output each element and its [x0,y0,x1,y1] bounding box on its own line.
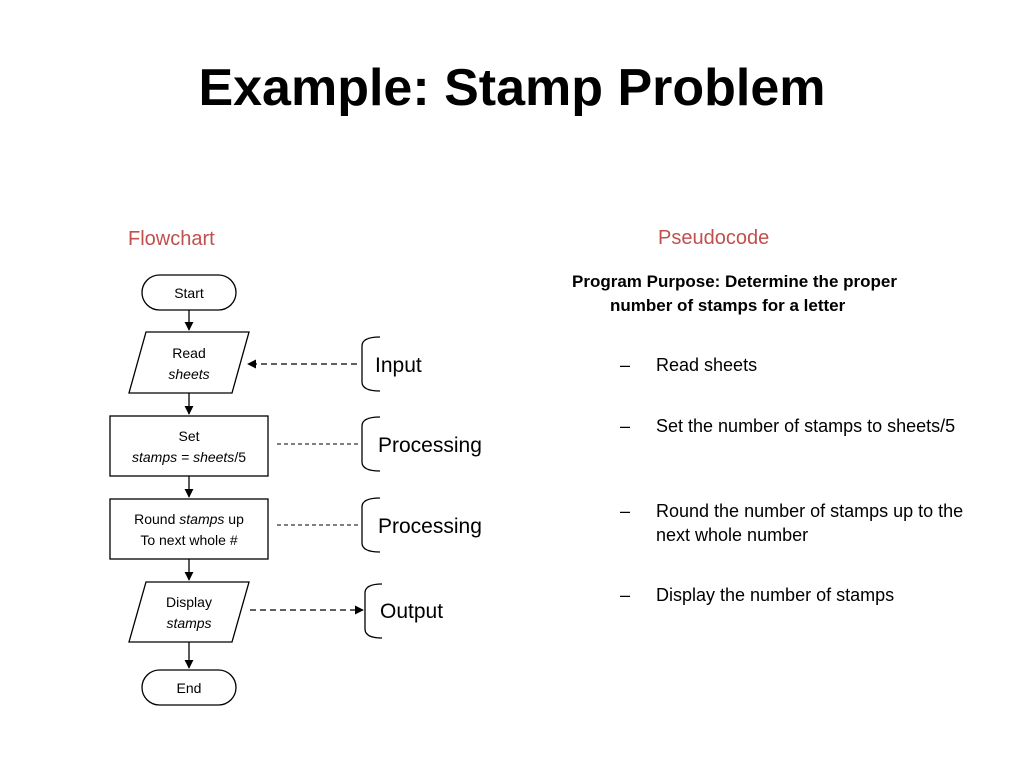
step-text: Set the number of stamps to sheets/5 [656,416,956,436]
input-bracket [361,336,381,392]
display-output-node [128,581,250,643]
read-label-line1: Read [172,345,205,361]
set-formula-rest: /5 [234,449,246,465]
round-label: Round stamps up [134,511,244,527]
display-variable-label: stamps [166,615,211,631]
round-process-node [109,498,269,560]
purpose-line-1: Program Purpose: Determine the proper [572,272,897,291]
read-input-node [128,331,250,394]
start-terminator [141,274,237,311]
pseudocode-heading: Pseudocode [658,227,770,249]
slide-title: Example: Stamp Problem [198,59,826,117]
start-label: Start [174,285,204,301]
dash-bullet: – [620,416,631,436]
end-label: End [177,680,202,696]
set-formula-italic: stamps = sheets [132,449,234,465]
round-label-italic: stamps [179,511,224,527]
dash-bullet: – [620,501,631,521]
set-process-node [109,415,269,477]
read-variable-label: sheets [168,366,209,382]
step-text: Display the number of stamps [656,585,895,605]
output-annotation: Output [380,600,443,623]
processing-1-bracket [361,416,381,472]
program-purpose: Program Purpose: Determine the proper nu… [560,270,970,318]
read-label: Read [172,345,205,361]
output-bracket [364,583,383,639]
dash-bullet: – [620,585,631,605]
round-label-b: up [224,511,244,527]
set-formula: stamps = sheets/5 [132,449,246,465]
processing-2-bracket [361,497,381,553]
dash-bullet: – [620,355,631,375]
processing-2-annotation: Processing [378,515,482,538]
input-annotation: Input [375,354,422,377]
round-label-a: Round [134,511,179,527]
flowchart-heading: Flowchart [128,228,215,250]
pseudocode-step: – Set the number of stamps to sheets/5 [620,414,965,438]
pseudocode-step: – Round the number of stamps up to the n… [620,499,965,547]
processing-1-annotation: Processing [378,434,482,457]
step-text: Read sheets [656,355,758,375]
pseudocode-step: – Read sheets [620,353,965,377]
end-terminator [141,669,237,706]
step-text: Round the number of stamps up to the nex… [656,501,964,545]
display-label: Display [166,594,212,610]
set-label: Set [178,428,199,444]
pseudocode-step: – Display the number of stamps [620,583,965,607]
round-label-line2: To next whole # [140,532,237,548]
purpose-line-2: number of stamps for a letter [610,296,846,315]
